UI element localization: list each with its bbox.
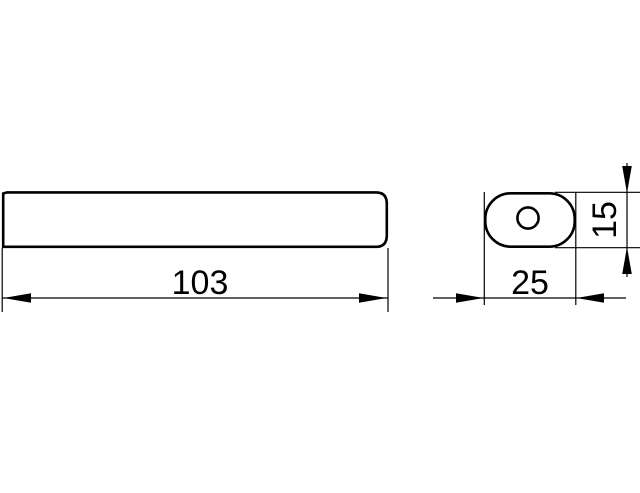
width-dimension-text: 25	[511, 264, 549, 302]
length-arrow-right	[359, 293, 387, 303]
side-elevation-view	[1, 191, 389, 249]
length-arrow-left	[3, 293, 31, 303]
end-view	[483, 192, 576, 249]
width-dimension-group: 25	[433, 192, 626, 305]
width-arrow-right	[576, 293, 604, 303]
height-arrow-bottom	[622, 247, 632, 274]
height-dimension-group: 15	[555, 163, 640, 277]
bar-outline	[1, 191, 389, 249]
center-hole	[516, 206, 540, 230]
length-dimension-group: 103	[1, 248, 389, 312]
height-arrow-top	[622, 166, 632, 193]
height-dimension-text: 15	[586, 201, 624, 239]
length-dimension-text: 103	[172, 264, 229, 302]
width-arrow-left	[456, 293, 484, 303]
